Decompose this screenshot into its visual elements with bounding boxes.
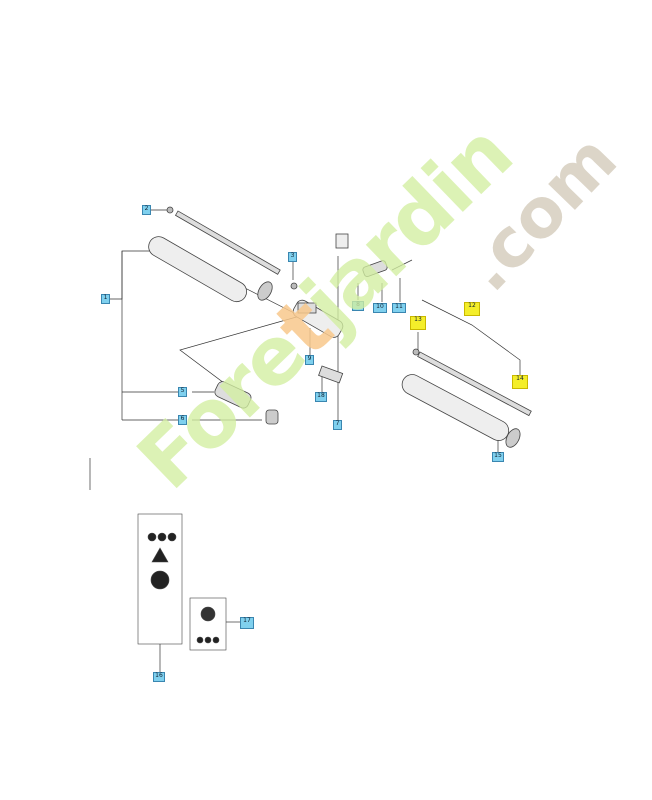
callout-7: 7 bbox=[333, 420, 342, 430]
callout-8: 8 bbox=[352, 301, 364, 311]
decal-warning-triangle bbox=[151, 547, 169, 563]
callout-18: 18 bbox=[315, 392, 327, 402]
shaft-tube bbox=[148, 236, 248, 303]
callout-10: 10 bbox=[373, 303, 387, 313]
decal-symbol-3 bbox=[167, 532, 177, 542]
drive-shaft-2 bbox=[417, 351, 532, 417]
shaft-assembly-upper bbox=[148, 206, 298, 303]
callout-14: 14 bbox=[512, 375, 528, 389]
callout-2: 2 bbox=[142, 205, 151, 215]
bolt-set bbox=[335, 233, 349, 249]
callout-16: 16 bbox=[153, 672, 165, 682]
shaft-tube-2 bbox=[401, 374, 510, 441]
callout-12: 12 bbox=[464, 302, 480, 316]
tube-end-2 bbox=[505, 428, 521, 448]
callout-13: 13 bbox=[410, 316, 426, 330]
decal-icon-a bbox=[200, 606, 216, 622]
connector bbox=[362, 260, 388, 277]
decal-symbol-2 bbox=[157, 532, 167, 542]
flexible-coupling bbox=[214, 381, 252, 409]
callout-17: 17 bbox=[240, 617, 254, 629]
coupling-assembly bbox=[214, 233, 413, 425]
shaft-assembly-lower bbox=[401, 348, 532, 448]
callout-1: 1 bbox=[101, 294, 110, 304]
tube-end bbox=[257, 281, 273, 301]
clamp-mount bbox=[297, 302, 317, 314]
decal-sheet bbox=[137, 513, 227, 651]
callout-3: 3 bbox=[288, 252, 297, 262]
decal-symbol-1 bbox=[147, 532, 157, 542]
callout-5: 5 bbox=[178, 387, 187, 397]
coupling-nut bbox=[265, 409, 279, 425]
washer bbox=[166, 206, 174, 214]
screw bbox=[391, 259, 413, 271]
callout-9: 9 bbox=[305, 355, 314, 365]
shaft-end-nut bbox=[290, 282, 298, 290]
callout-11: 11 bbox=[392, 303, 406, 313]
decal-icon-d bbox=[212, 636, 220, 644]
decal-icon-c bbox=[204, 636, 212, 644]
clamp-bracket bbox=[318, 365, 344, 384]
decal-icon-b bbox=[196, 636, 204, 644]
drive-shaft bbox=[174, 210, 281, 275]
callout-15: 15 bbox=[492, 452, 504, 462]
washer-2 bbox=[412, 348, 420, 356]
decal-blade-symbol bbox=[150, 570, 170, 590]
callout-6: 6 bbox=[178, 415, 187, 425]
